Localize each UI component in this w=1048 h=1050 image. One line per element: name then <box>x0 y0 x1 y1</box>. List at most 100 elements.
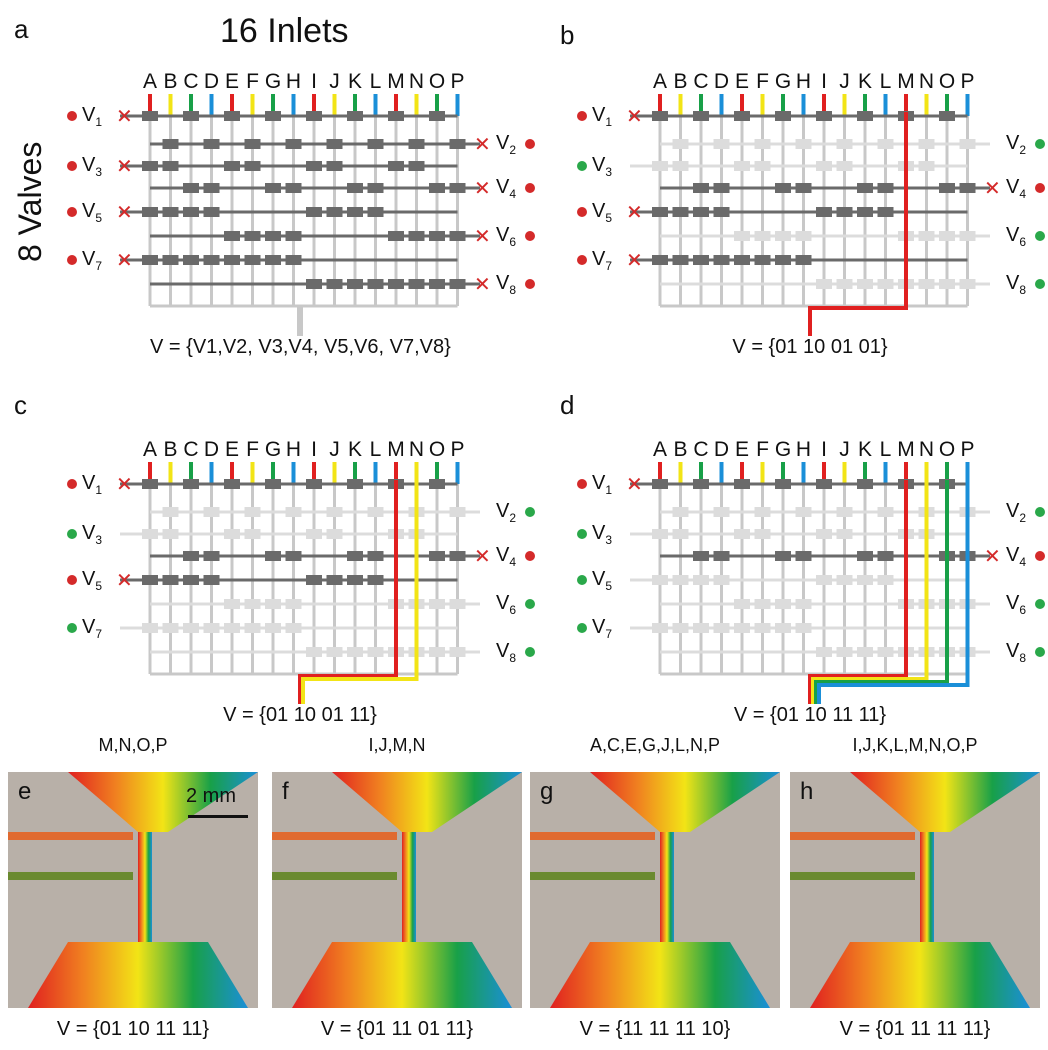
valve-pad <box>285 507 302 517</box>
valve-status-dot <box>577 161 587 171</box>
valve-status-dot <box>67 479 77 489</box>
valve-pad <box>203 207 220 217</box>
valve-pad <box>347 207 363 217</box>
valve-pad <box>326 575 343 585</box>
valve-pad <box>183 479 199 489</box>
valve-pad <box>367 207 384 217</box>
valve-pad <box>857 111 873 121</box>
valve-pad <box>326 207 343 217</box>
valve-pad <box>775 623 791 633</box>
valve-status-dot <box>577 255 587 265</box>
valve-pad <box>142 623 158 633</box>
valve-pad <box>693 575 709 585</box>
inlet-label-L: L <box>369 70 382 93</box>
valve-pad <box>408 279 425 289</box>
inlet-label-G: G <box>774 70 792 93</box>
valve-label-V1: V1 <box>82 104 103 129</box>
valve-label-V8: V8 <box>496 640 517 665</box>
valve-status-dot <box>1035 231 1045 241</box>
photo-drawing <box>530 772 780 1008</box>
valve-pad <box>142 111 158 121</box>
valve-pad <box>939 279 955 289</box>
valve-pad <box>816 279 832 289</box>
valve-pad <box>734 161 750 171</box>
valve-pad <box>265 111 281 121</box>
caption-a: V = {V1,V2, V3,V4, V5,V6, V7,V8} <box>150 336 451 358</box>
valve-label-V8: V8 <box>496 272 517 297</box>
photo-drawing <box>8 772 258 1008</box>
inlet-label-L: L <box>879 438 892 461</box>
photo-letter-g: g <box>540 778 554 805</box>
inlet-label-D: D <box>203 438 220 461</box>
valve-pad <box>734 599 750 609</box>
inlet-label-C: C <box>693 438 709 461</box>
valve-status-dot <box>577 479 587 489</box>
valve-status-dot <box>67 529 77 539</box>
valve-pad <box>693 479 709 489</box>
valve-label-V6: V6 <box>496 224 517 249</box>
valve-pad <box>959 279 976 289</box>
valve-pad <box>816 479 832 489</box>
valve-pad <box>775 479 791 489</box>
valve-pad <box>224 599 240 609</box>
valve-pad <box>306 279 322 289</box>
valve-pad <box>347 279 363 289</box>
photo-caption-e: V = {01 10 11 11} <box>56 1018 210 1040</box>
flow-path <box>298 480 398 704</box>
valve-pad <box>224 479 240 489</box>
valve-pad <box>367 279 384 289</box>
valve-pad <box>713 207 730 217</box>
valve-pad <box>857 479 873 489</box>
photo-e <box>8 772 258 1008</box>
valve-pad <box>449 599 466 609</box>
valve-pad <box>285 183 302 193</box>
valve-pad <box>162 207 179 217</box>
valve-pad <box>877 507 894 517</box>
valve-pad <box>836 575 853 585</box>
valve-pad <box>306 111 322 121</box>
valve-status-dot <box>577 111 587 121</box>
valve-status-dot <box>67 575 77 585</box>
valve-pad <box>408 161 425 171</box>
inlet-label-L: L <box>879 70 892 93</box>
valve-pad <box>836 139 853 149</box>
closed-x-icon: ✕ <box>116 472 133 496</box>
valve-pad <box>285 599 302 609</box>
valve-pad <box>734 231 750 241</box>
valve-pad <box>367 183 384 193</box>
panel-letter-c: c <box>14 390 27 420</box>
valve-pad <box>713 551 730 561</box>
valve-pad <box>816 111 832 121</box>
valve-pad <box>326 161 343 171</box>
valve-pad <box>162 623 179 633</box>
valve-pad <box>183 623 199 633</box>
inlet-label-F: F <box>246 438 259 461</box>
valve-pad <box>244 623 261 633</box>
inlet-label-C: C <box>693 70 709 93</box>
inlet-label-I: I <box>821 70 827 93</box>
valve-pad <box>162 575 179 585</box>
valve-pad <box>754 599 771 609</box>
valve-pad <box>795 599 812 609</box>
valve-pad <box>836 161 853 171</box>
inlet-label-B: B <box>163 70 178 93</box>
valve-pad <box>142 161 158 171</box>
valve-pad <box>918 139 935 149</box>
valve-pad <box>918 231 935 241</box>
valve-pad <box>367 647 384 657</box>
inlet-label-K: K <box>857 438 872 461</box>
valve-pad <box>713 623 730 633</box>
valve-pad <box>754 507 771 517</box>
valve-pad <box>224 111 240 121</box>
inlet-label-P: P <box>960 70 975 93</box>
valve-label-V1: V1 <box>592 104 613 129</box>
caption-d: V = {01 10 11 11} <box>733 704 887 726</box>
inlet-label-J: J <box>839 70 850 93</box>
inlet-label-N: N <box>918 70 935 93</box>
valve-pad <box>939 183 955 193</box>
valve-label-V6: V6 <box>1006 592 1027 617</box>
valve-pad <box>652 161 668 171</box>
valve-pad <box>877 207 894 217</box>
valve-pad <box>306 207 322 217</box>
